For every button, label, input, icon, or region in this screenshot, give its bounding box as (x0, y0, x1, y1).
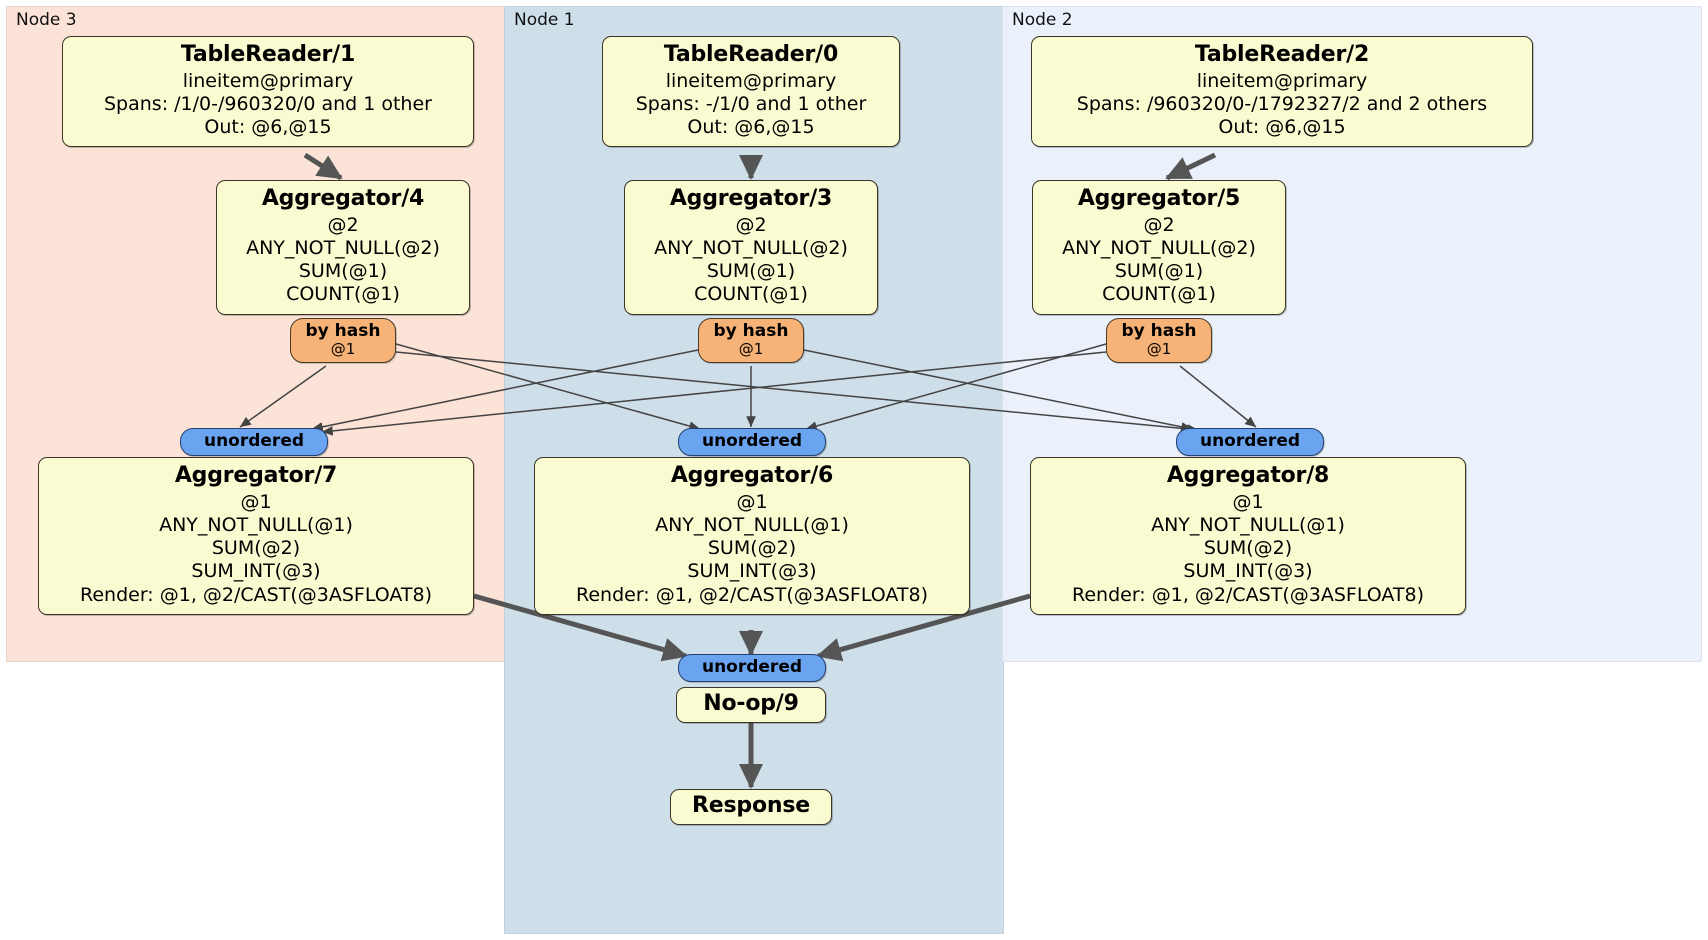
router-sublabel: @1 (738, 340, 764, 359)
processor-detail: ANY_NOT_NULL(@1) (1151, 514, 1345, 536)
processor-detail: COUNT(@1) (694, 283, 808, 306)
processor-detail: COUNT(@1) (1102, 283, 1216, 306)
processor-detail: @2 (327, 213, 359, 236)
unordered-synchronizer-sync6[interactable]: unordered (678, 428, 826, 457)
processor-title: Aggregator/6 (670, 463, 834, 488)
processor-title: No-op/9 (703, 691, 799, 717)
router-label: unordered (701, 431, 803, 451)
router-label: by hash (305, 321, 381, 341)
processor-detail: Render: @1, @2/CAST(@3ASFLOAT8) (1072, 583, 1424, 606)
unordered-synchronizer-sync9[interactable]: unordered (678, 654, 826, 683)
processor-detail: @2 (1143, 213, 1175, 236)
processor-detail: SUM(@2) (211, 537, 301, 560)
processor-detail: SUM(@2) (707, 537, 797, 560)
processor-response[interactable]: Response (670, 789, 832, 825)
processor-detail: SUM(@1) (1114, 260, 1204, 283)
hash-router-hash4[interactable]: by hash@1 (290, 318, 396, 363)
processor-detail: Spans: -/1/0 and 1 other (635, 93, 867, 115)
processor-detail: ANY_NOT_NULL(@2) (1062, 237, 1256, 259)
processor-detail: Render: @1, @2/CAST(@3ASFLOAT8) (80, 583, 432, 606)
processor-detail: ANY_NOT_NULL(@1) (655, 514, 849, 536)
processor-detail: SUM_INT(@3) (1183, 560, 1313, 583)
node-region-label-node2: Node 2 (1012, 10, 1073, 30)
processor-detail: ANY_NOT_NULL(@2) (654, 237, 848, 259)
processor-detail: Out: @6,@15 (1218, 116, 1346, 139)
processor-detail: @2 (735, 213, 767, 236)
router-label: by hash (713, 321, 789, 341)
processor-detail: @1 (1232, 490, 1264, 513)
unordered-synchronizer-sync7[interactable]: unordered (180, 428, 328, 457)
processor-noop9[interactable]: No-op/9 (676, 687, 826, 723)
processor-detail: SUM_INT(@3) (191, 560, 321, 583)
hash-router-hash5[interactable]: by hash@1 (1106, 318, 1212, 363)
processor-title: TableReader/2 (1194, 42, 1370, 67)
processor-detail: COUNT(@1) (286, 283, 400, 306)
processor-title: TableReader/1 (180, 42, 356, 67)
processor-detail: lineitem@primary (1196, 69, 1368, 92)
router-sublabel: @1 (330, 340, 356, 359)
router-label: unordered (203, 431, 305, 451)
processor-title: Aggregator/7 (174, 463, 338, 488)
processor-detail: SUM(@2) (1203, 537, 1293, 560)
processor-title: Aggregator/8 (1166, 463, 1330, 488)
processor-detail: SUM_INT(@3) (687, 560, 817, 583)
processor-title: Aggregator/4 (261, 186, 425, 211)
unordered-synchronizer-sync8[interactable]: unordered (1176, 428, 1324, 457)
processor-title: Response (692, 793, 810, 819)
processor-title: Aggregator/3 (669, 186, 833, 211)
processor-detail: ANY_NOT_NULL(@2) (246, 237, 440, 259)
node-region-label-node1: Node 1 (514, 10, 575, 30)
processor-detail: SUM(@1) (706, 260, 796, 283)
processor-detail: @1 (240, 490, 272, 513)
processor-detail: Out: @6,@15 (204, 116, 332, 139)
processor-title: Aggregator/5 (1077, 186, 1241, 211)
router-label: unordered (701, 657, 803, 677)
node-region-label-node3: Node 3 (16, 10, 77, 30)
processor-detail: lineitem@primary (182, 69, 354, 92)
processor-detail: Out: @6,@15 (687, 116, 815, 139)
processor-detail: lineitem@primary (665, 69, 837, 92)
processor-detail: @1 (736, 490, 768, 513)
processor-detail: Spans: /1/0-/960320/0 and 1 other (104, 93, 432, 115)
processor-title: TableReader/0 (663, 42, 839, 67)
hash-router-hash3[interactable]: by hash@1 (698, 318, 804, 363)
processor-detail: SUM(@1) (298, 260, 388, 283)
processor-detail: ANY_NOT_NULL(@1) (159, 514, 353, 536)
processor-detail: Spans: /960320/0-/1792327/2 and 2 others (1076, 93, 1488, 115)
router-sublabel: @1 (1146, 340, 1172, 359)
router-label: by hash (1121, 321, 1197, 341)
router-label: unordered (1199, 431, 1301, 451)
processor-detail: Render: @1, @2/CAST(@3ASFLOAT8) (576, 583, 928, 606)
